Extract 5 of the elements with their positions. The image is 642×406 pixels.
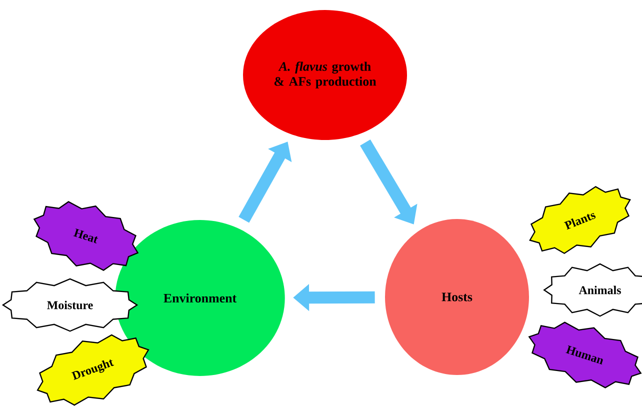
heat-starburst: Heat	[33, 201, 139, 271]
animals-starburst: Animals	[543, 263, 642, 317]
moisture-starburst: Moisture	[2, 278, 138, 332]
plants-starburst: Plants	[529, 186, 631, 254]
human-starburst: Human	[528, 322, 642, 388]
